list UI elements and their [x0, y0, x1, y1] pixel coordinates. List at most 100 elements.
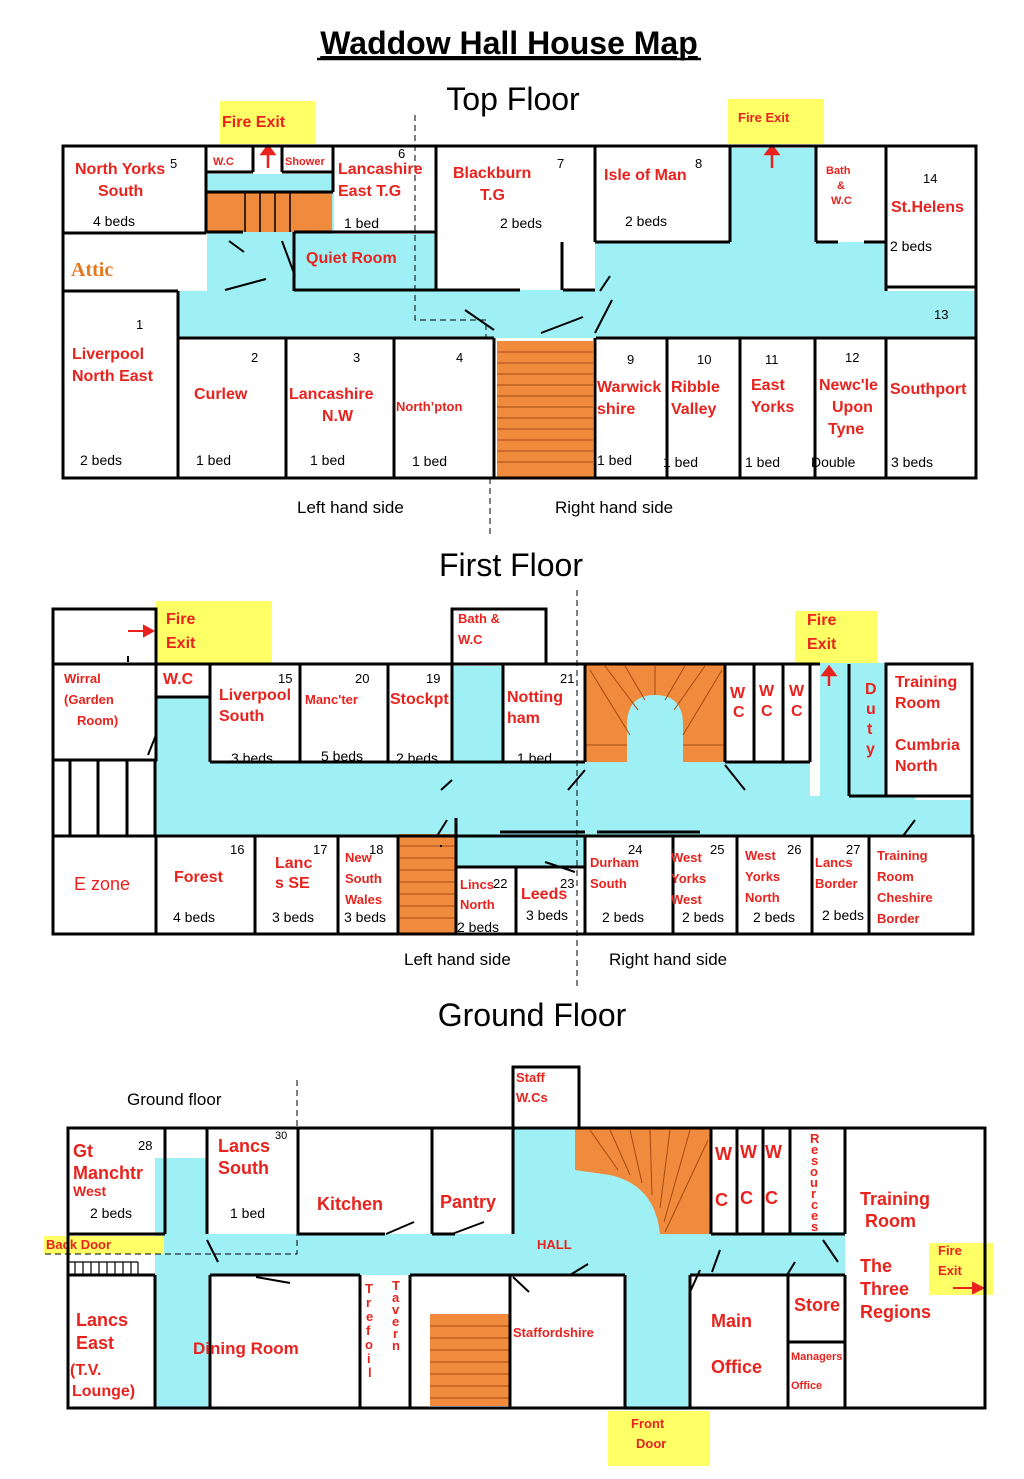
svg-text:5: 5 [170, 156, 177, 171]
first-wc-1: W [730, 685, 746, 702]
svg-text:10: 10 [697, 352, 711, 367]
svg-text:18: 18 [369, 842, 383, 857]
room-forest: Forest [174, 869, 224, 886]
svg-text:19: 19 [426, 671, 440, 686]
page-title: Waddow Hall House Map [320, 25, 698, 61]
first-wc-3: W [789, 683, 805, 700]
svg-text:WC: WC [740, 1142, 757, 1208]
svg-text:Training Room: Training Room [860, 1189, 930, 1231]
room-isle-of-man: Isle of Man [604, 167, 687, 184]
svg-text:3 beds: 3 beds [344, 909, 386, 925]
svg-text:1 bed: 1 bed [412, 453, 447, 469]
svg-text:12: 12 [845, 350, 859, 365]
room-wirral: Wirral [64, 671, 101, 686]
hall: HALL [537, 1237, 572, 1252]
svg-text:28: 28 [138, 1138, 152, 1153]
room-liverpool-north-east: Liverpool [72, 346, 144, 363]
svg-text:9: 9 [627, 352, 634, 367]
svg-text:11: 11 [765, 352, 779, 367]
svg-text:5 beds: 5 beds [321, 748, 363, 764]
svg-text:2 beds: 2 beds [80, 452, 122, 468]
room-blackburn: Blackburn [453, 165, 531, 182]
first-duty: D [865, 681, 877, 698]
svg-text:3 beds: 3 beds [891, 454, 933, 470]
room-west-yorks-north: West [745, 848, 776, 863]
svg-text:15: 15 [278, 671, 292, 686]
top-fire-exit-left [220, 101, 315, 144]
ground-wc-1: W [715, 1144, 732, 1164]
svg-text:3 beds: 3 beds [526, 907, 568, 923]
svg-text:24: 24 [628, 842, 642, 857]
room-st-helens: St.Helens [891, 199, 964, 216]
right-arrow-icon [128, 624, 156, 638]
first-wc-2: W [759, 683, 775, 700]
room-training-cumbria: Training [895, 674, 957, 691]
svg-text:2: 2 [251, 350, 258, 365]
top-wc: W.C [213, 156, 234, 168]
ground-floor-heading: Ground Floor [438, 997, 627, 1033]
top-right-hand-side: Right hand side [555, 498, 673, 517]
svg-text:2 beds: 2 beds [602, 909, 644, 925]
first-fire-exit-left [156, 601, 272, 664]
svg-text:1 bed: 1 bed [745, 454, 780, 470]
first-floor-heading: First Floor [439, 547, 583, 583]
staff-wcs: Staff [516, 1070, 546, 1085]
first-left-hand-side: Left hand side [404, 950, 511, 969]
svg-text:1 bed: 1 bed [310, 452, 345, 468]
svg-text:13: 13 [934, 307, 948, 322]
svg-text:WC: WC [759, 683, 775, 720]
attic-label: Attic [71, 259, 113, 281]
svg-text:6: 6 [398, 146, 405, 161]
svg-text:16: 16 [230, 842, 244, 857]
svg-text:1 bed: 1 bed [663, 454, 698, 470]
svg-text:1 bed: 1 bed [230, 1205, 265, 1221]
front-door-box [608, 1411, 710, 1466]
svg-text:2 beds: 2 beds [682, 909, 724, 925]
svg-text:2 beds: 2 beds [500, 215, 542, 231]
svg-text:3 beds: 3 beds [231, 750, 273, 766]
room-newcastle: Newc'le [819, 377, 878, 394]
dining-room: Dining Room [193, 1339, 299, 1358]
room-training-three-regions: Training [860, 1189, 930, 1209]
ground-wc-3: W [765, 1142, 782, 1162]
room-lancs-se: Lanc [275, 855, 312, 872]
svg-text:25: 25 [710, 842, 724, 857]
svg-text:Double: Double [811, 454, 856, 470]
room-durham-south: Durham [590, 855, 639, 870]
svg-text:4: 4 [456, 350, 463, 365]
room-training-cheshire: Training [877, 848, 928, 863]
svg-text:2 beds: 2 beds [457, 919, 499, 935]
svg-text:1 bed: 1 bed [517, 750, 552, 766]
room-ribble-valley: Ribble [671, 379, 720, 396]
room-west-yorks-west: West [671, 850, 702, 865]
svg-text:7: 7 [557, 156, 564, 171]
ground-fire-exit [929, 1243, 993, 1295]
top-floor-heading: Top Floor [446, 81, 580, 117]
top-stairs-small [207, 192, 332, 232]
top-bath-wc: Bath [826, 165, 851, 177]
front-door-label: Front [631, 1416, 665, 1431]
svg-text:2 beds: 2 beds [90, 1205, 132, 1221]
svg-text:2 beds: 2 beds [890, 238, 932, 254]
first-stairs-main [585, 664, 725, 762]
svg-text:WC: WC [730, 685, 746, 721]
svg-text:2 beds: 2 beds [396, 750, 438, 766]
room-lancashire-east: Lancashire [338, 161, 423, 178]
pantry: Pantry [440, 1192, 496, 1212]
top-stairs-main [497, 341, 593, 478]
first-right-hand-side: Right hand side [609, 950, 727, 969]
